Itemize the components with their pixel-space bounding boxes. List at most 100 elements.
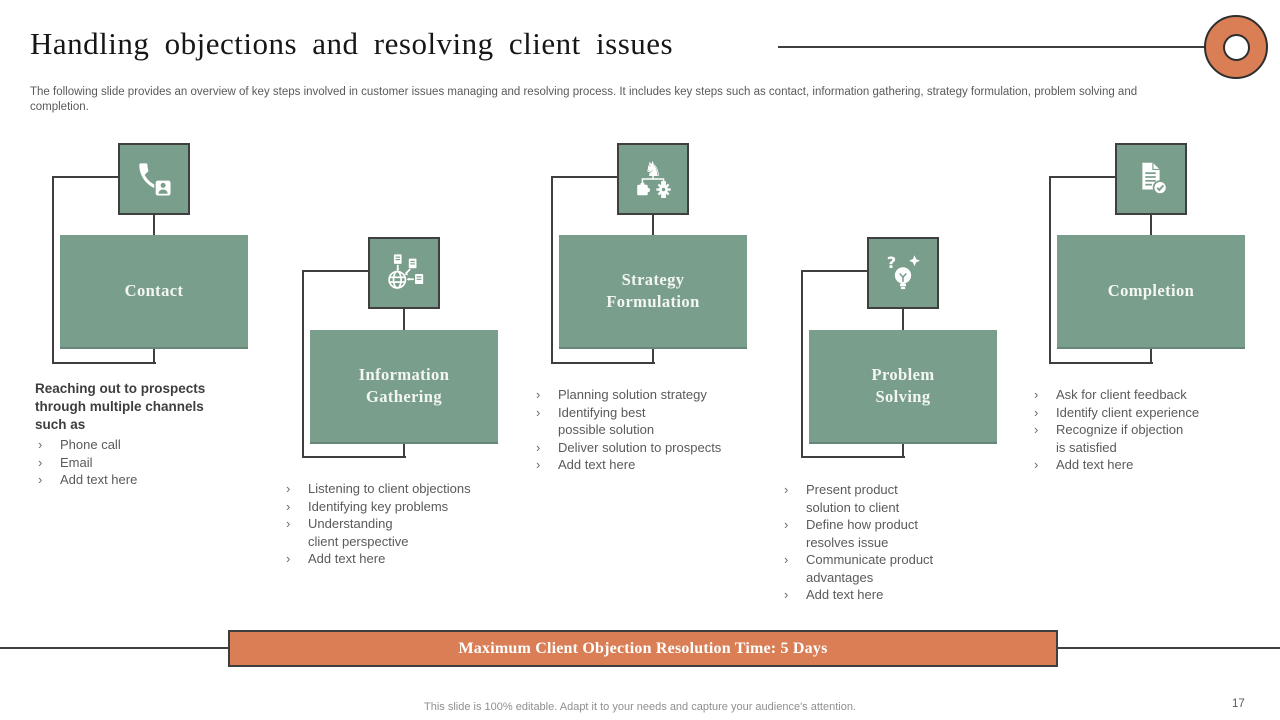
- connector-line: [1150, 215, 1152, 235]
- connector-line: [1049, 362, 1153, 364]
- connector-line: [153, 349, 155, 364]
- bullet-text: Email: [60, 454, 93, 470]
- problem-solving-iconbox: ?: [867, 237, 939, 309]
- bullet-text: Listening to client objections: [308, 481, 471, 496]
- connector-line: [652, 215, 654, 235]
- connector-line: [801, 456, 905, 458]
- bullet-text: Present product solution to client: [806, 482, 900, 515]
- list-item: ›Add text here: [35, 471, 247, 489]
- bullet-text: Ask for client feedback: [1056, 387, 1187, 402]
- list-item: ›Identifying best possible solution: [533, 404, 751, 439]
- list-item: ›Add text here: [533, 456, 751, 474]
- step-label-contact: Contact: [60, 235, 248, 349]
- bullet-marker: ›: [536, 439, 541, 455]
- list-item: ›Email: [35, 454, 247, 472]
- slide-subtitle: The following slide provides an overview…: [30, 86, 1138, 113]
- bullet-marker: ›: [286, 516, 291, 531]
- connector-line: [1049, 176, 1051, 364]
- svg-text:♞: ♞: [644, 157, 662, 181]
- connector-line: [403, 309, 405, 330]
- contact-intro-text: Reaching out to prospects through multip…: [35, 381, 206, 432]
- bullet-marker: ›: [1034, 387, 1039, 402]
- bullet-marker: ›: [286, 551, 291, 566]
- bullet-marker: ›: [536, 387, 541, 402]
- bullet-marker: ›: [784, 552, 789, 567]
- list-item: › Add text here: [1031, 456, 1236, 474]
- connector-line: [652, 349, 654, 364]
- list-item: › Ask for client feedback: [1031, 386, 1236, 404]
- bullet-marker: ›: [286, 498, 291, 514]
- connector-line: [551, 362, 655, 364]
- bullet-marker: ›: [1034, 457, 1039, 472]
- problem-solving-text-block: › Present product solution to client › Def…: [781, 479, 976, 604]
- connector-line: [302, 270, 304, 458]
- list-item: › Recognize if objection is satisfied: [1031, 421, 1236, 456]
- phone-contact-icon: [139, 163, 172, 197]
- chess-knight-strategy-icon: ♞: [637, 157, 671, 198]
- title-divider-line: [778, 46, 1236, 48]
- list-item: ›Deliver solution to prospects: [533, 439, 751, 457]
- connector-line: [52, 176, 118, 178]
- contact-step-iconbox: [118, 143, 190, 215]
- bullet-text: Add text here: [308, 551, 386, 566]
- contact-text-block: Reaching out to prospects through multip…: [35, 380, 247, 489]
- list-item: › Define how product resolves issue: [781, 516, 976, 551]
- connector-line: [1049, 176, 1115, 178]
- strategy-formulation-iconbox: ♞: [617, 143, 689, 215]
- list-item: › Add text here: [283, 550, 501, 568]
- connector-line: [302, 456, 406, 458]
- bullet-marker: ›: [38, 437, 43, 452]
- connector-line: [551, 176, 617, 178]
- connector-line: [302, 270, 368, 272]
- connector-line: [52, 176, 54, 364]
- bullet-text: Identify client experience: [1056, 404, 1200, 420]
- bullet-marker: ›: [784, 517, 789, 532]
- bullet-text: Planning solution strategy: [558, 387, 707, 402]
- bullet-marker: ›: [1034, 422, 1039, 437]
- bullet-text: Understanding client perspective: [308, 516, 409, 549]
- bullet-text: Identifying best possible solution: [558, 404, 655, 438]
- connector-line: [403, 444, 405, 458]
- bullet-text: Define how product resolves issue: [806, 517, 919, 550]
- accent-donut-shape: [1204, 15, 1268, 79]
- list-item: › Identifying key problems: [283, 498, 501, 516]
- page-number: 17: [1232, 698, 1245, 710]
- bullet-text: Communicate product advantages: [806, 552, 934, 585]
- problem-solving-bullets: › Present product solution to client › Def…: [781, 481, 976, 604]
- strategy-formulation-bullets: ›Planning solution strategy ›Identifying…: [533, 386, 751, 474]
- information-gathering-bullets: › Listening to client objections › Identif…: [283, 480, 501, 568]
- connector-line: [52, 362, 156, 364]
- list-item: › Present product solution to client: [781, 481, 976, 516]
- bullet-text: Add text here: [1056, 457, 1134, 472]
- list-item: › Planning solution strategy: [533, 386, 751, 404]
- globe-documents-icon: [388, 254, 424, 289]
- connector-line: [801, 270, 803, 458]
- step-label-problem-solving: Problem Solving: [809, 330, 997, 444]
- list-item: ›Add text here: [781, 586, 976, 604]
- step-label-strategy-formulation: Strategy Formulation: [559, 235, 747, 349]
- page-title: Handling objections and resolving client…: [30, 26, 674, 61]
- connector-line: [902, 309, 904, 330]
- accent-donut-hole: [1222, 33, 1250, 61]
- information-gathering-iconbox: [368, 237, 440, 309]
- bullet-marker: ›: [784, 482, 789, 497]
- list-item: › Phone call: [35, 436, 247, 454]
- contact-bullets: ›Phone call ›Email ›Add text here: [35, 436, 247, 489]
- strategy-formulation-text-block: ›Planning solution strategy ›Identifying…: [533, 384, 751, 474]
- bullet-marker: ›: [784, 587, 789, 602]
- bullet-marker: ›: [38, 472, 43, 487]
- list-item: › Understanding client perspective: [283, 515, 501, 550]
- bullet-text: Identifying key problems: [308, 498, 449, 514]
- bullet-text: Recognize if objection is satisfied: [1056, 422, 1184, 455]
- list-item: ›Identify client experience: [1031, 404, 1236, 422]
- step-label-completion: Completion: [1057, 235, 1245, 349]
- information-gathering-text-block: › Listening to client objections › Identif…: [283, 478, 501, 568]
- completion-iconbox: [1115, 143, 1187, 215]
- bullet-text: Phone call: [60, 437, 121, 452]
- bullet-text: Add text here: [558, 457, 636, 472]
- svg-text:?: ?: [887, 253, 896, 272]
- completion-text-block: ›Ask for client feedback ›Identify clien…: [1031, 384, 1236, 474]
- document-check-icon: [1142, 162, 1168, 196]
- completion-bullets: ›Ask for client feedback ›Identify clien…: [1031, 386, 1236, 474]
